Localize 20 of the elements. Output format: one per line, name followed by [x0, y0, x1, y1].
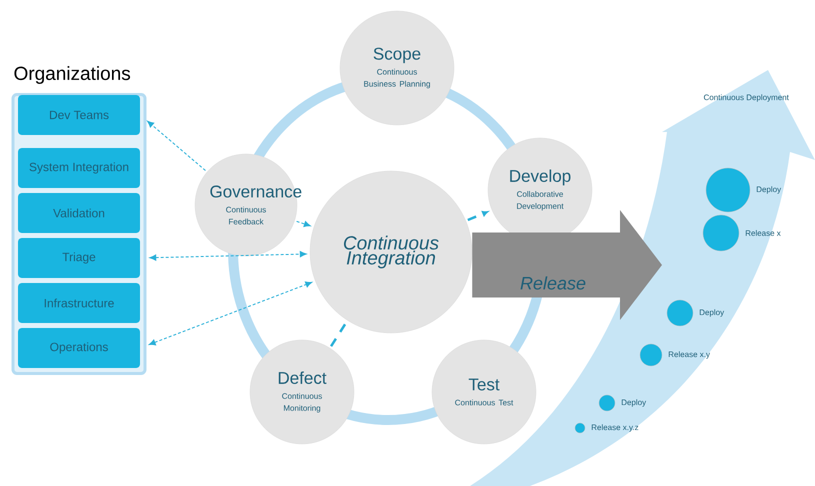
org-box: Validation [18, 193, 140, 233]
release-arrow [472, 210, 662, 320]
org-box: System Integration [18, 148, 140, 188]
arrow [148, 282, 312, 346]
release-label: Deploy [756, 186, 782, 194]
edge-label: Release [520, 276, 586, 290]
arrow [150, 251, 307, 261]
org-box: Dev Teams [18, 95, 140, 135]
release-label: Release x.y.z [592, 424, 638, 432]
release-label: Release x [746, 230, 781, 236]
release-label: Deploy [700, 309, 724, 317]
org-box: Operations [18, 328, 140, 368]
arrow [467, 210, 488, 222]
release-label: Release x.y [668, 351, 710, 359]
panel-heading: Organizations [14, 66, 130, 84]
arrow [147, 120, 206, 172]
org-box: Triage [18, 238, 140, 278]
release-label: Deploy [622, 399, 646, 407]
arrow [296, 220, 311, 227]
org-box: Infrastructure [18, 283, 140, 323]
